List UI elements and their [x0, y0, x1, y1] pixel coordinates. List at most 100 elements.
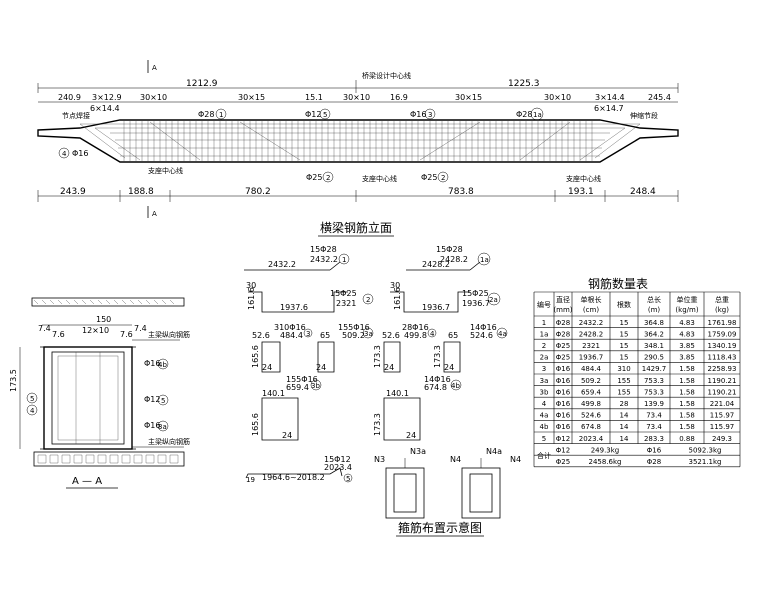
table-total-cell: 2458.6kg [589, 458, 622, 466]
table-cell: 484.4 [581, 365, 602, 373]
svg-text:2428.2: 2428.2 [422, 260, 450, 269]
bdim-5: 248.4 [630, 187, 656, 197]
svg-text:2: 2 [441, 174, 445, 182]
table-cell: 1a [540, 330, 549, 338]
dim-r1-8: 30×10 [544, 93, 571, 102]
table-cell: 2a [540, 354, 549, 362]
table-cell: 73.4 [646, 412, 662, 420]
svg-text:Φ28: Φ28 [198, 110, 214, 119]
table-cell: 2258.93 [708, 365, 737, 373]
svg-text:659.4: 659.4 [286, 383, 309, 392]
stirrup-schematic: N3 N3a N4 N4a N4 箍筋布置示意图 [374, 447, 521, 537]
svg-text:4b: 4b [158, 361, 167, 369]
svg-text:15Φ28: 15Φ28 [310, 245, 337, 254]
table-cell: 1759.09 [708, 330, 737, 338]
svg-text:3a: 3a [158, 423, 167, 431]
table-cell: 15 [620, 354, 629, 362]
svg-text:2: 2 [326, 174, 330, 182]
table-cell: 0.88 [679, 435, 695, 443]
bar-3: 52.6 165.6 24 310Φ16 484.4 3 [251, 323, 313, 373]
bar-3b: 140.1 165.6 24 155Φ16 659.4 3b [251, 375, 322, 441]
table-cell: 14 [620, 435, 629, 443]
table-cell: Φ16 [556, 377, 571, 385]
dim-r1-5: 30×10 [343, 93, 370, 102]
svg-text:15Φ28: 15Φ28 [436, 245, 463, 254]
table-header: 根数 [617, 300, 631, 309]
table-cell: 753.3 [644, 377, 664, 385]
table-cell: 2 [542, 342, 546, 350]
section-mark-bottom: A [152, 210, 157, 218]
svg-text:Φ28: Φ28 [516, 110, 532, 119]
svg-text:15Φ25: 15Φ25 [330, 289, 357, 298]
table-cell: 3a [540, 377, 549, 385]
svg-text:24: 24 [262, 363, 272, 372]
svg-text:N4: N4 [510, 455, 521, 464]
svg-text:4: 4 [62, 150, 67, 158]
callout-2-right: Φ25 2 [421, 171, 449, 183]
table-cell: 1190.21 [708, 377, 737, 385]
svg-text:4b: 4b [451, 382, 460, 390]
table-cell: 1118.43 [708, 354, 737, 362]
svg-text:30: 30 [390, 281, 400, 290]
table-cell: 4a [540, 412, 549, 420]
table-cell: 1429.7 [642, 365, 667, 373]
table-cell: 5 [542, 435, 546, 443]
left-support-label: 支座中心线 [148, 166, 183, 175]
table-cell: 15 [620, 319, 629, 327]
svg-text:1964.6~2018.2: 1964.6~2018.2 [262, 473, 325, 482]
table-header: 编号 [537, 300, 551, 309]
svg-text:Φ16: Φ16 [144, 421, 160, 430]
table-cell: Φ25 [556, 354, 570, 362]
table-header: 单根长 [581, 295, 602, 304]
svg-text:52.6: 52.6 [382, 331, 400, 340]
table-cell: Φ16 [556, 423, 571, 431]
svg-text:52.6: 52.6 [252, 331, 270, 340]
table-cell: 1761.98 [708, 319, 737, 327]
svg-text:Φ12: Φ12 [305, 110, 321, 119]
svg-text:7.6: 7.6 [52, 330, 65, 339]
table-total-cell: 249.3kg [591, 446, 620, 454]
table-cell: 14 [620, 412, 629, 420]
table-cell: Φ28 [556, 319, 570, 327]
svg-text:15Φ12: 15Φ12 [324, 455, 351, 464]
svg-text:N3: N3 [374, 455, 385, 464]
section-mark-top: A [152, 64, 157, 72]
svg-text:161.6: 161.6 [393, 287, 402, 310]
svg-text:2: 2 [366, 296, 370, 304]
bar-5: 19 1964.6~2018.2 15Φ12 2023.4 5 [245, 455, 353, 484]
bdim-2: 780.2 [245, 187, 271, 197]
dim-left-total: 1212.9 [186, 79, 218, 89]
table-cell: 1.58 [679, 377, 695, 385]
svg-text:2432.2: 2432.2 [310, 255, 338, 264]
table-cell: 348.1 [644, 342, 664, 350]
table-total-cell: 3521.1kg [689, 458, 722, 466]
table-total-cell: Φ16 [647, 446, 662, 454]
elevation-caption: 横梁钢筋立面 [320, 220, 392, 235]
svg-text:2321: 2321 [336, 299, 356, 308]
svg-text:19: 19 [246, 476, 255, 484]
rebar-mesh [79, 121, 641, 161]
table-header: 总重 [715, 295, 729, 304]
svg-text:1a: 1a [533, 111, 542, 119]
bdim-3: 783.8 [448, 187, 474, 197]
svg-text:3: 3 [428, 111, 432, 119]
callout-1a: Φ28 1a [516, 107, 544, 121]
svg-text:3a: 3a [364, 330, 373, 338]
bar-1a: 2428.2 15Φ28 2428.2 1a [406, 245, 491, 271]
svg-text:N3a: N3a [410, 447, 426, 456]
table-cell: 3b [540, 388, 549, 396]
svg-text:165.6: 165.6 [251, 413, 260, 436]
table-cell: Φ16 [556, 412, 571, 420]
svg-text:Φ16: Φ16 [72, 149, 88, 158]
rebar-quantity-table: 钢筋数量表 编号直径(mm)单根长(cm)根数总长(m)单位重(kg/m)总重(… [533, 276, 741, 468]
svg-text:2023.4: 2023.4 [324, 463, 352, 472]
table-header: (kg) [715, 306, 729, 314]
table-title: 钢筋数量表 [588, 276, 648, 291]
beam-elevation: A A 1212.9 1225.3 桥梁设计中心线 240.9 3×12.9 3… [37, 60, 679, 237]
svg-text:4a: 4a [498, 330, 507, 338]
table-total-cell: 5092.3kg [689, 446, 722, 454]
table-header: 单位重 [677, 295, 698, 304]
svg-text:1a: 1a [480, 256, 489, 264]
bar-1: 2432.2 15Φ28 2432.2 1 [244, 245, 350, 271]
table-cell: 115.97 [710, 423, 735, 431]
